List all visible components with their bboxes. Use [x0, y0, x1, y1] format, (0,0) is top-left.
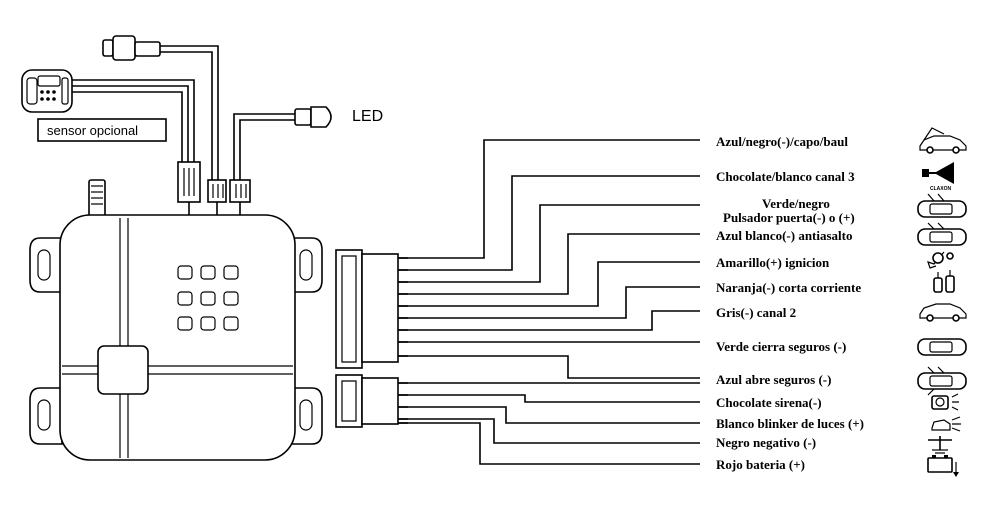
- harness-wire: [398, 418, 700, 444]
- led-grid: [177, 265, 239, 331]
- wire-label: Azul blanco(-) antiasalto: [716, 228, 853, 243]
- wire-label: Verde cierra seguros (-): [716, 339, 846, 354]
- fuel-pump-icon: [933, 270, 955, 293]
- harness-wire: [398, 233, 700, 295]
- harness-wire: [398, 286, 700, 319]
- siren-icon: [931, 393, 959, 411]
- wire-label: Azul/negro(-)/capo/baul: [716, 134, 848, 149]
- harness-wire: [398, 261, 700, 307]
- harness-wire: [398, 355, 700, 379]
- harness-wire: [398, 139, 700, 259]
- horn-icon: CLAXON: [922, 162, 954, 192]
- led-label: LED: [352, 108, 383, 125]
- car-doors-open-icon: [917, 366, 967, 396]
- ignition-key-icon: [927, 251, 954, 269]
- wire-label: Blanco blinker de luces (+): [716, 416, 864, 431]
- car-lights-icon: [931, 416, 961, 432]
- main-harness-connector: [335, 249, 399, 369]
- harness-wire: [398, 310, 700, 331]
- sensor-label: sensor opcional: [47, 123, 138, 138]
- wire-labels: Azul/negro(-)/capo/baul Chocolate/blanco…: [716, 134, 864, 472]
- battery-icon: [927, 455, 959, 477]
- wire-label: Chocolate/blanco canal 3: [716, 169, 855, 184]
- car-hood-open-icon: [919, 127, 967, 154]
- led-indicator: [294, 106, 332, 128]
- car-door-open-icon: [917, 193, 967, 218]
- harness-wire: [398, 204, 700, 283]
- car-top-view-icon: [917, 338, 967, 356]
- car-door-open-icon: [917, 222, 967, 246]
- wire-label: Amarillo(+) ignicion: [716, 255, 830, 270]
- harness-wire: [398, 406, 700, 424]
- sensor-label-box: [37, 118, 167, 142]
- wire-label: Rojo bateria (+): [716, 457, 805, 472]
- wire-label: Negro negativo (-): [716, 435, 816, 450]
- valet-button: [102, 35, 161, 61]
- wire-label: Gris(-) canal 2: [716, 305, 796, 320]
- harness-wire: [398, 394, 700, 403]
- car-side-icon: [919, 303, 967, 322]
- top-connectors: [70, 45, 295, 215]
- wire-label: Chocolate sirena(-): [716, 395, 822, 410]
- wire-label: Verde/negro: [762, 196, 830, 211]
- ground-icon: [928, 436, 952, 454]
- harness-wire: [398, 422, 700, 465]
- harness-wires: [398, 139, 700, 465]
- wire-label: Azul abre seguros (-): [716, 372, 831, 387]
- optional-sensor: [21, 69, 73, 113]
- function-icons: CLAXON: [917, 127, 967, 477]
- wire-label-line2: Pulsador puerta(-) o (+): [723, 210, 855, 225]
- wire-label: Naranja(-) corta corriente: [716, 280, 861, 295]
- alarm-control-unit: [29, 179, 323, 461]
- secondary-harness-connector: [335, 374, 399, 428]
- harness-wire: [398, 175, 700, 271]
- claxon-text: CLAXON: [930, 186, 952, 192]
